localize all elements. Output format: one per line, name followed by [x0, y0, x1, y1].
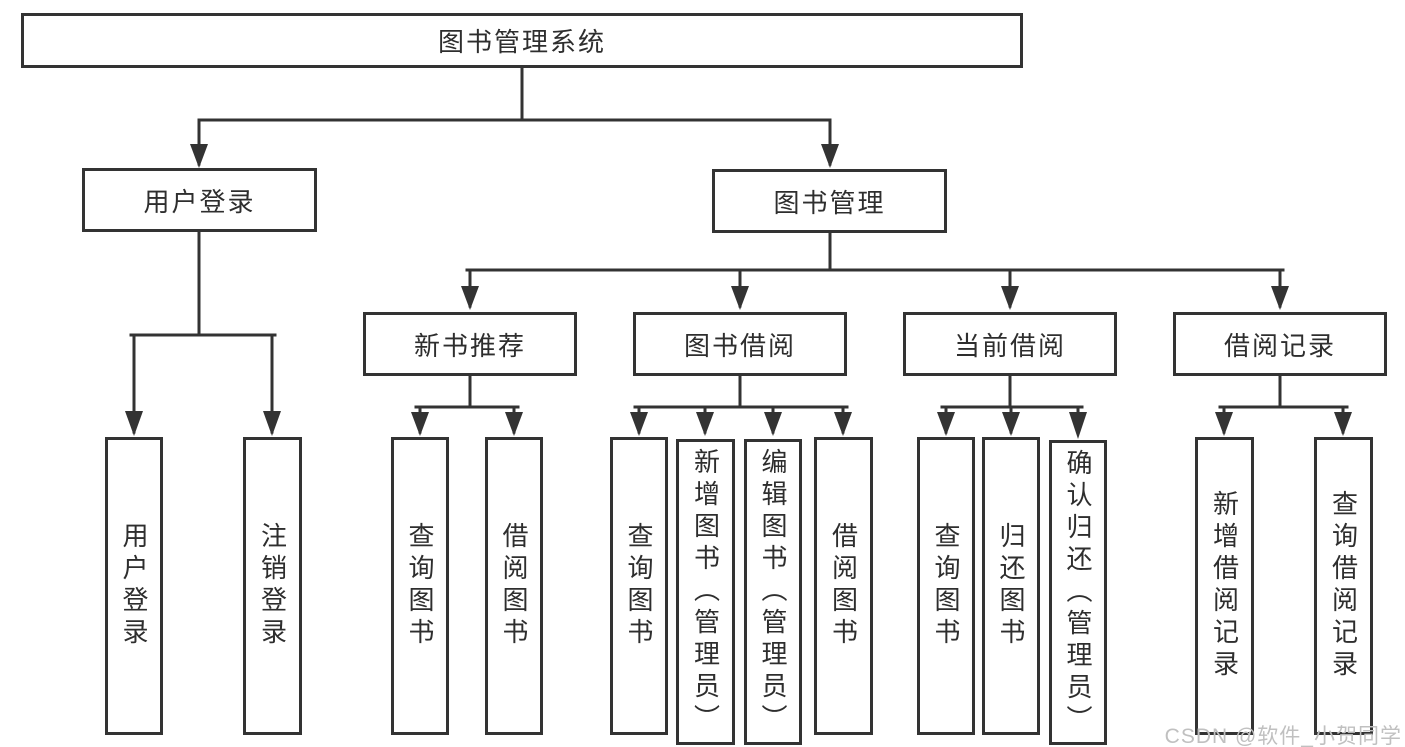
leaf-borrow-books-recommend-label: 借阅图书: [499, 522, 529, 650]
leaf-return-book: 归还图书: [982, 437, 1040, 735]
leaf-add-book-admin-label: 新增图书（管理员）: [690, 448, 721, 736]
node-borrow-records: 借阅记录: [1173, 312, 1387, 376]
connector-book-management-split: [461, 231, 1289, 310]
leaf-query-borrow-record-label: 查询借阅记录: [1328, 490, 1359, 682]
leaf-query-books-current: 查询图书: [917, 437, 975, 735]
node-new-book-recommend-label: 新书推荐: [413, 330, 526, 361]
leaf-return-book-label: 归还图书: [996, 522, 1026, 650]
leaf-add-borrow-record-label: 新增借阅记录: [1209, 490, 1240, 682]
leaf-borrow-books-label: 借阅图书: [828, 522, 859, 650]
node-root: 图书管理系统: [21, 13, 1023, 68]
leaf-confirm-return-admin: 确认归还（管理员）: [1049, 440, 1107, 745]
leaf-query-books-current-label: 查询图书: [931, 522, 961, 650]
connector-borrow-records-split: [1215, 374, 1352, 436]
leaf-query-borrow-record: 查询借阅记录: [1314, 437, 1373, 735]
leaf-edit-book-admin: 编辑图书（管理员）: [744, 439, 802, 745]
node-borrow-records-label: 借阅记录: [1223, 330, 1336, 361]
connector-book-borrow-split: [630, 374, 852, 436]
connector-current-borrow-split: [937, 374, 1087, 439]
csdn-watermark: CSDN @软件_小贺同学: [1164, 725, 1402, 747]
leaf-user-login-label: 用户登录: [119, 522, 149, 650]
connector-user-login-split: [125, 230, 281, 436]
leaf-add-book-admin: 新增图书（管理员）: [676, 439, 735, 745]
connector-new-book-split: [411, 374, 523, 436]
node-user-login-label: 用户登录: [143, 186, 256, 217]
node-book-borrow: 图书借阅: [633, 312, 847, 376]
leaf-confirm-return-admin-label: 确认归还（管理员）: [1063, 448, 1093, 737]
leaf-user-login: 用户登录: [105, 437, 163, 735]
leaf-edit-book-admin-label: 编辑图书（管理员）: [758, 448, 788, 736]
leaf-borrow-books-recommend: 借阅图书: [485, 437, 543, 735]
leaf-logout: 注销登录: [243, 437, 302, 735]
connector-root-split: [190, 66, 839, 168]
node-book-management-label: 图书管理: [773, 187, 886, 218]
node-book-borrow-label: 图书借阅: [683, 330, 796, 361]
node-current-borrow-label: 当前借阅: [953, 330, 1066, 361]
node-user-login: 用户登录: [82, 168, 317, 232]
node-current-borrow: 当前借阅: [903, 312, 1117, 376]
leaf-query-books-borrow-label: 查询图书: [624, 522, 654, 650]
leaf-query-books-recommend-label: 查询图书: [405, 522, 435, 650]
node-new-book-recommend: 新书推荐: [363, 312, 577, 376]
node-root-label: 图书管理系统: [437, 27, 606, 57]
leaf-borrow-books: 借阅图书: [814, 437, 873, 735]
leaf-query-books-borrow: 查询图书: [610, 437, 668, 735]
leaf-logout-label: 注销登录: [257, 522, 288, 650]
leaf-query-books-recommend: 查询图书: [391, 437, 449, 735]
leaf-add-borrow-record: 新增借阅记录: [1195, 437, 1254, 735]
node-book-management: 图书管理: [712, 169, 947, 233]
